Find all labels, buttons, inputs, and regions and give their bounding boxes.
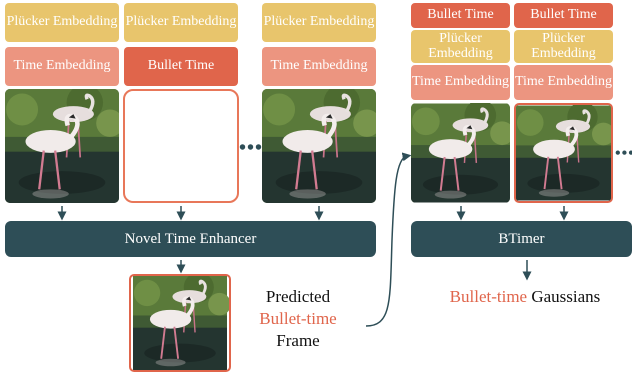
time-label: Time Embedding [411,74,510,90]
predicted-caption: Predicted Bullet-time Frame [238,286,358,352]
time-label: Time Embedding [514,74,613,90]
empty-target-frame [123,89,239,203]
plucker-embedding-r2: Plücker Embedding [514,30,613,63]
bullet-time-embedding: Bullet Time [124,47,238,86]
plucker-embedding-2: Plücker Embedding [124,3,238,42]
enhancer-label: Novel Time Enhancer [124,230,257,247]
time-label: Time Embedding [13,58,111,74]
ellipsis-dots: ••• [239,137,264,159]
plucker-embedding-1: Plücker Embedding [5,3,119,42]
plucker-label: Plücker Embedding [125,14,237,30]
bullet-time-label: Bullet Time [427,7,494,23]
bullet-time-label: Bullet Time [147,58,215,74]
curved-arrow-icon [365,152,412,327]
ellipsis-dots-right: ••• [615,145,632,162]
time-label: Time Embedding [270,58,368,74]
caption-line-2: Bullet-time [259,309,337,328]
novel-time-enhancer: Novel Time Enhancer [5,221,376,257]
btimer-model: BTimer [411,221,632,257]
predicted-frame [129,274,231,372]
plucker-embedding-r1: Plücker Embedding [411,30,510,63]
caption-line-1: Predicted [265,287,331,306]
bullet-time-embedding-r1: Bullet Time [411,3,510,28]
plucker-label: Plücker Embedding [6,14,118,30]
input-frame-r2 [514,103,613,203]
time-embedding-r2: Time Embedding [514,65,613,100]
bullet-time-label: Bullet Time [530,7,597,23]
output-rest: Gaussians [527,287,601,306]
output-accent: Bullet-time [449,287,528,306]
bullet-time-embedding-r2: Bullet Time [514,3,613,28]
caption-line-3: Frame [276,331,320,350]
plucker-embedding-3: Plücker Embedding [262,3,376,42]
time-embedding-1: Time Embedding [5,47,119,86]
plucker-label: Plücker Embedding [531,30,596,61]
time-embedding-3: Time Embedding [262,47,376,86]
output-caption: Bullet-time Gaussians [420,286,630,308]
plucker-label: Plücker Embedding [263,14,375,30]
btimer-label: BTimer [498,230,545,247]
plucker-label: Plücker Embedding [428,30,493,61]
time-embedding-r1: Time Embedding [411,65,510,100]
